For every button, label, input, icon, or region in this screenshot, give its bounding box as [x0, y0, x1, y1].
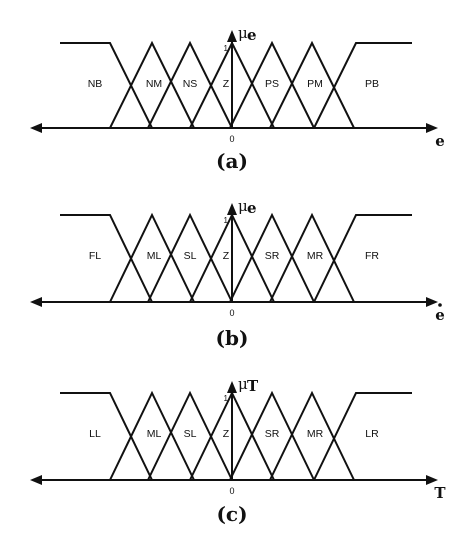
- set-label: SR: [265, 428, 280, 440]
- y-tick-one: 1: [224, 394, 229, 403]
- mf-ml: [109, 390, 195, 481]
- mf-sl: [147, 390, 233, 481]
- mf-nb: [60, 42, 153, 129]
- set-label: NB: [88, 78, 103, 90]
- y-axis-mu-subscript: e: [247, 26, 257, 44]
- mf-mr: [269, 390, 355, 481]
- mf-fr: [313, 214, 412, 303]
- y-tick-one: 1: [224, 44, 229, 53]
- x-tick-zero: 0: [229, 308, 234, 318]
- set-label: Z: [223, 78, 230, 90]
- set-label: MR: [307, 428, 324, 440]
- set-label: SL: [184, 428, 197, 440]
- x-axis-right-arrow-icon: [426, 123, 438, 133]
- x-axis-label: e: [435, 306, 445, 324]
- set-label: Z: [223, 428, 230, 440]
- panel-caption: (b): [216, 326, 249, 350]
- set-label: SL: [184, 250, 197, 262]
- x-axis-left-arrow-icon: [30, 123, 42, 133]
- set-label: ML: [147, 428, 162, 440]
- y-axis-mu-symbol: μ: [238, 197, 248, 215]
- set-label: MR: [307, 250, 324, 262]
- mf-z: [189, 212, 275, 303]
- y-axis-up-arrow-icon: [227, 381, 237, 393]
- y-axis-mu-symbol: μ: [238, 375, 248, 393]
- set-label: Z: [223, 250, 230, 262]
- mf-ml: [109, 212, 195, 303]
- set-label: FL: [89, 250, 101, 262]
- x-tick-zero: 0: [229, 134, 234, 144]
- y-axis-mu-subscript: T: [247, 377, 259, 395]
- x-axis-right-arrow-icon: [426, 475, 438, 485]
- mf-fl: [60, 214, 153, 303]
- set-label: NS: [183, 78, 198, 90]
- mf-sr: [229, 212, 315, 303]
- y-axis-mu-symbol: μ: [238, 24, 248, 42]
- panel-caption: (a): [216, 149, 248, 173]
- mf-z: [189, 40, 275, 129]
- set-label: LR: [365, 428, 379, 440]
- x-axis-left-arrow-icon: [30, 475, 42, 485]
- set-label: FR: [365, 250, 379, 262]
- derivative-dot-icon: [438, 303, 442, 307]
- y-tick-one: 1: [224, 216, 229, 225]
- set-label: ML: [147, 250, 162, 262]
- y-axis-up-arrow-icon: [227, 203, 237, 215]
- x-tick-zero: 0: [229, 486, 234, 496]
- x-axis-right-arrow-icon: [426, 297, 438, 307]
- mf-ll: [60, 392, 153, 481]
- mf-sr: [229, 390, 315, 481]
- set-label: PM: [307, 78, 323, 90]
- set-label: PB: [365, 78, 379, 90]
- mf-pb: [313, 42, 412, 129]
- mf-ps: [229, 40, 315, 129]
- set-label: PS: [265, 78, 279, 90]
- mf-z: [189, 390, 275, 481]
- x-axis-left-arrow-icon: [30, 297, 42, 307]
- mf-mr: [269, 212, 355, 303]
- set-label: NM: [146, 78, 162, 90]
- panel-caption: (c): [216, 502, 247, 526]
- mf-nm: [109, 40, 195, 129]
- mf-pm: [269, 40, 355, 129]
- set-label: SR: [265, 250, 280, 262]
- y-axis-mu-subscript: e: [247, 199, 257, 217]
- x-axis-label: e: [435, 132, 445, 150]
- mf-sl: [147, 212, 233, 303]
- mf-ns: [147, 40, 233, 129]
- mf-lr: [313, 392, 412, 481]
- x-axis-label: T: [434, 484, 446, 502]
- y-axis-up-arrow-icon: [227, 30, 237, 42]
- set-label: LL: [89, 428, 101, 440]
